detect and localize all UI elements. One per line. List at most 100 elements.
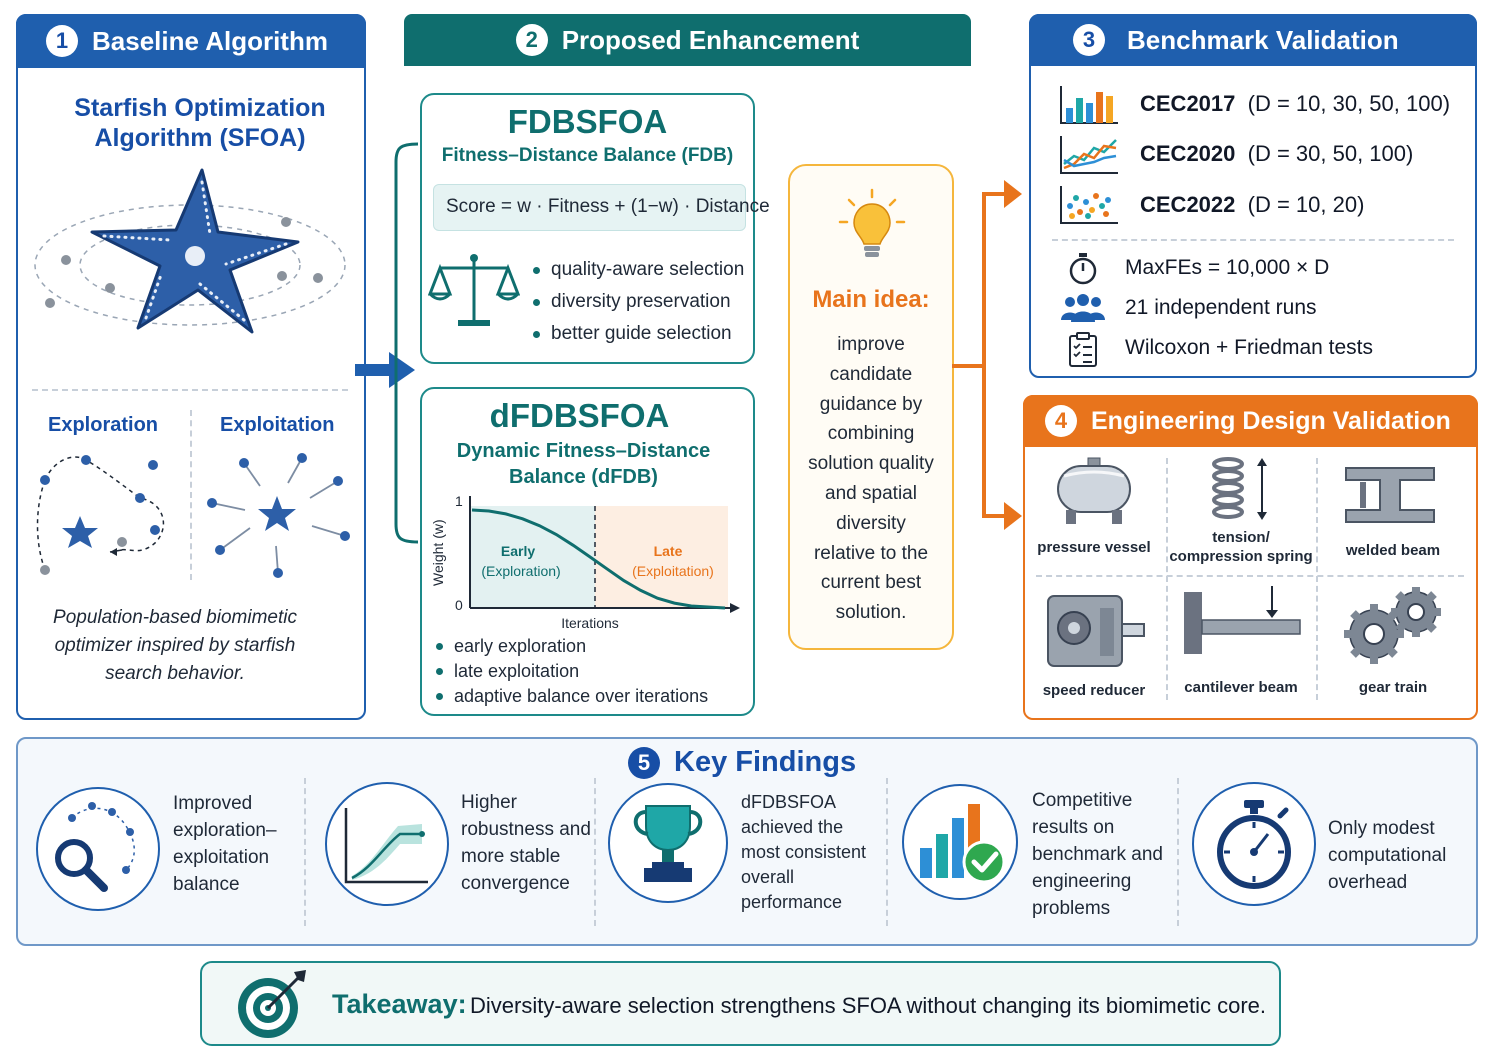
panel3-divider: [1052, 239, 1454, 241]
sfoa-description: Population-based biomimetic optimizer in…: [16, 604, 334, 688]
main-idea-line: solution quality: [808, 453, 934, 475]
finding-line: Only modest: [1328, 818, 1435, 839]
late-label-2: (Exploitation): [632, 563, 714, 579]
fdb-bullet: quality-aware selection: [533, 254, 744, 286]
fdb-formula: Score = w · Fitness + (1−w) · Distance: [446, 196, 770, 217]
main-idea-line: combining: [827, 423, 915, 445]
eng-label-line: speed reducer: [1042, 682, 1146, 699]
dfdbsfoa-name: dFDBSFOA: [489, 397, 670, 434]
eng-label-welded-beam: welded beam: [1322, 541, 1464, 560]
line-chart-icon: [1060, 136, 1118, 174]
panel5-number: 5: [628, 746, 660, 779]
finding-text: Only modest computational overhead: [1328, 815, 1446, 896]
main-idea-title: Main idea:: [812, 286, 930, 313]
weight-chart: 1 0 Weight (w) Early (Exploration) Late …: [430, 493, 740, 631]
flow-arrows-to-validation: [952, 180, 1022, 530]
dfdb-bullet: adaptive balance over iterations: [436, 684, 708, 709]
main-idea-line: improve: [837, 334, 905, 355]
magnifier-icon: [55, 802, 135, 892]
panel4-number: 4: [1045, 405, 1077, 437]
panel1-number: 1: [46, 25, 78, 57]
panel-baseline-algorithm: [16, 14, 366, 720]
main-idea-line: guidance by: [819, 393, 923, 415]
eng-label-line: gear train: [1358, 679, 1428, 696]
eng-grid-vsep: [1316, 458, 1318, 700]
eng-label-spring: tension/compression spring: [1168, 528, 1314, 566]
exploitation-label: Exploitation: [220, 414, 335, 436]
stopwatch-icon: [1069, 253, 1097, 285]
finding-line: Improved: [173, 793, 253, 814]
benchmark-row: CEC2022 (D = 10, 20): [1140, 192, 1364, 218]
panel5-header: 5 Key Findings: [628, 746, 856, 779]
finding-line: Higher: [461, 792, 517, 813]
finding-line: performance: [741, 892, 843, 912]
dfdb-subtitle-line2: Balance (dFDB): [509, 466, 658, 488]
fdbsfoa-name: FDBSFOA: [507, 103, 668, 140]
exploitation-diagram: [207, 453, 350, 578]
late-label-1: Late: [654, 543, 683, 559]
gear-train-icon: [1344, 587, 1441, 664]
dfdb-subtitle-line1: Dynamic Fitness–Distance: [456, 440, 711, 462]
dfdb-bullet: late exploitation: [436, 659, 708, 684]
finding-line: achieved the: [741, 817, 844, 837]
panel2-bracket: [394, 142, 419, 544]
late-region: [595, 506, 728, 608]
eng-label-line: pressure vessel: [1037, 539, 1151, 556]
panel3-number: 3: [1073, 24, 1105, 56]
findings-sep: [304, 778, 306, 926]
finding-line: exploitation: [173, 847, 270, 868]
scatter-icon: [1060, 186, 1118, 224]
main-idea-line: diversity: [836, 512, 906, 534]
finding-text: Higher robustness and more stable conver…: [461, 789, 591, 897]
y-tick-1: 1: [455, 493, 463, 509]
finding-line: balance: [173, 874, 240, 895]
eng-label-cantilever-beam: cantilever beam: [1168, 678, 1314, 697]
welded-beam-icon: [1345, 467, 1435, 523]
sfoa-desc-line2: optimizer inspired by starfish: [54, 635, 296, 656]
main-idea-line: current best: [820, 572, 922, 594]
panel3-header: 3 Benchmark Validation: [1029, 14, 1477, 66]
people-icon: [1061, 294, 1105, 322]
eng-label-line: compression spring: [1169, 548, 1313, 565]
target-icon: [238, 970, 306, 1038]
benchmark-dims: (D = 10, 30, 50, 100): [1247, 91, 1451, 116]
y-tick-0: 0: [455, 597, 463, 613]
finding-line: dFDBSFOA: [741, 792, 837, 812]
convergence-chart-icon: [344, 808, 428, 884]
eng-grid-hsep: [1036, 575, 1464, 577]
fdb-bullet: diversity preservation: [533, 286, 744, 318]
sfoa-desc-line3: search behavior.: [105, 663, 245, 684]
finding-text: Improved exploration– exploitation balan…: [173, 790, 277, 898]
bar-check-icon: [920, 804, 1006, 884]
starfish-illustration: [34, 168, 346, 334]
findings-sep: [886, 778, 888, 926]
takeaway-label: Takeaway:: [332, 989, 467, 1019]
checklist-icon: [1069, 332, 1097, 367]
fdb-bullets: quality-aware selection diversity preser…: [533, 254, 744, 350]
benchmark-dims: (D = 10, 20): [1247, 192, 1365, 217]
finding-line: results on: [1032, 817, 1115, 838]
dfdb-bullet: early exploration: [436, 634, 708, 659]
speed-reducer-icon: [1047, 595, 1145, 667]
findings-sep: [1177, 778, 1179, 926]
main-idea-line: solution.: [835, 602, 907, 624]
panel2-title: Proposed Enhancement: [561, 24, 860, 55]
fdb-bullet-text: better guide selection: [551, 323, 732, 344]
benchmark-dims: (D = 30, 50, 100): [1247, 141, 1414, 166]
finding-line: more stable: [461, 846, 561, 867]
fdb-bullet: better guide selection: [533, 318, 744, 350]
setting-maxfes: MaxFEs = 10,000 × D: [1125, 256, 1330, 279]
eng-label-pressure-vessel: pressure vessel: [1030, 538, 1158, 557]
cantilever-beam-icon: [1184, 586, 1301, 654]
finding-line: most consistent: [741, 842, 867, 862]
finding-line: benchmark and: [1032, 844, 1163, 865]
main-idea-line: relative to the: [813, 542, 929, 564]
fdb-subtitle: Fitness–Distance Balance (FDB): [441, 145, 734, 166]
setting-tests: Wilcoxon + Friedman tests: [1125, 336, 1374, 359]
finding-line: problems: [1032, 898, 1111, 919]
panel5-title: Key Findings: [674, 746, 857, 778]
findings-sep: [594, 778, 596, 926]
sfoa-title-line2: Algorithm (SFOA): [94, 124, 306, 152]
eng-label-gear-train: gear train: [1322, 678, 1464, 697]
finding-text: Competitive results on benchmark and eng…: [1032, 787, 1163, 922]
